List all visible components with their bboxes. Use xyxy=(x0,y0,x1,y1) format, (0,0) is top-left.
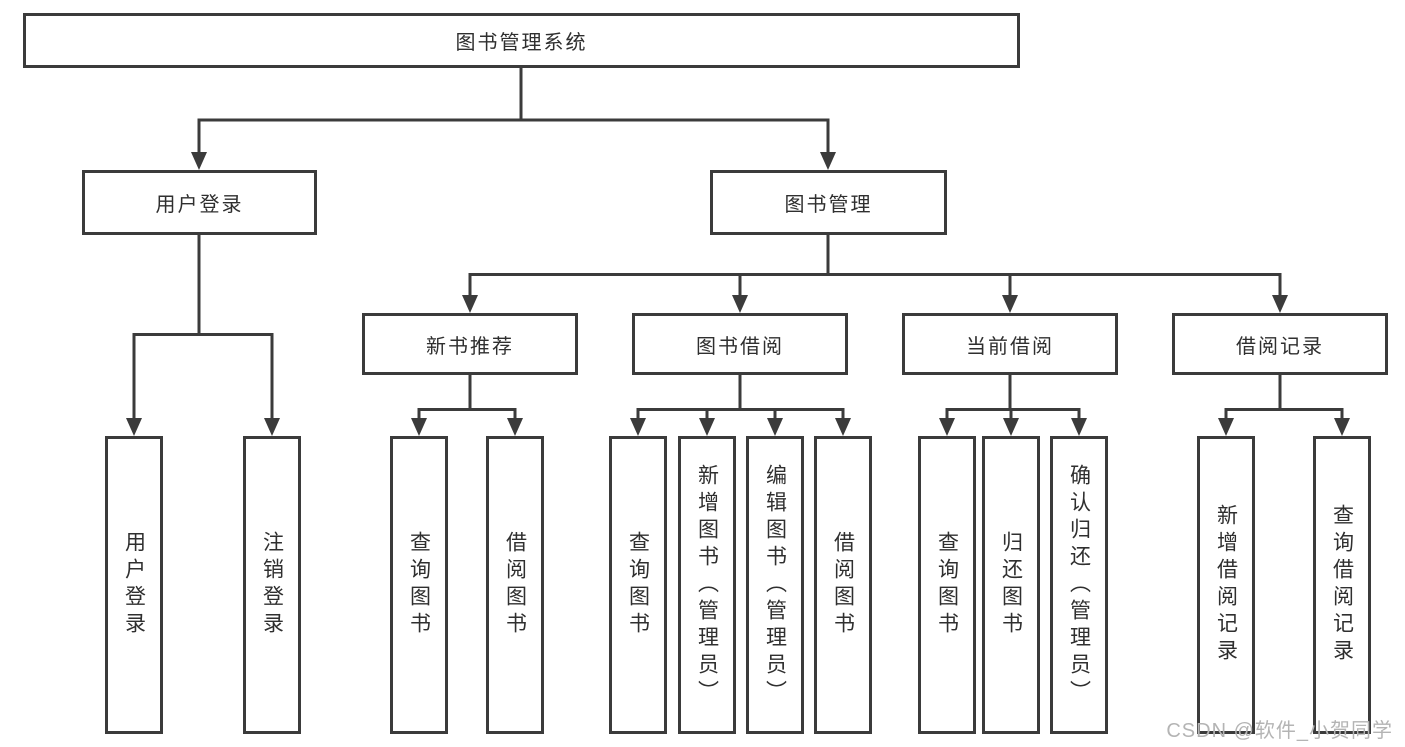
node-label: 查询图书 xyxy=(626,531,650,639)
node-label: 用户登录 xyxy=(155,194,244,216)
node-label: 查询图书 xyxy=(935,531,959,639)
node-borrow-records: 借阅记录 xyxy=(1172,313,1388,375)
node-label: 图书借阅 xyxy=(696,335,784,358)
node-user-login-module: 用户登录 xyxy=(82,170,317,235)
leaf-user-login: 用户登录 xyxy=(105,436,163,734)
leaf-edit-books-admin: 编辑图书（管理员） xyxy=(746,436,804,734)
node-label: 注销登录 xyxy=(260,531,284,639)
node-book-management-module: 图书管理 xyxy=(710,170,947,235)
leaf-add-borrow-record: 新增借阅记录 xyxy=(1197,436,1255,734)
node-book-borrowing: 图书借阅 xyxy=(632,313,848,375)
leaf-query-books-1: 查询图书 xyxy=(390,436,448,734)
node-label: 新书推荐 xyxy=(426,335,514,358)
node-label: 用户登录 xyxy=(122,531,146,639)
leaf-borrow-books-2: 借阅图书 xyxy=(814,436,872,734)
leaf-return-books: 归还图书 xyxy=(982,436,1040,734)
node-label: 编辑图书（管理员） xyxy=(763,463,787,707)
leaf-confirm-return-admin: 确认归还（管理员） xyxy=(1050,436,1108,734)
node-label: 确认归还（管理员） xyxy=(1067,463,1091,707)
node-label: 图书管理 xyxy=(784,194,873,216)
node-label: 图书管理系统 xyxy=(455,32,588,54)
leaf-query-books-2: 查询图书 xyxy=(609,436,667,734)
node-label: 借阅图书 xyxy=(503,531,527,639)
node-label: 借阅图书 xyxy=(831,531,855,639)
csdn-watermark: CSDN @软件_小贺同学 xyxy=(1166,720,1393,742)
leaf-logout: 注销登录 xyxy=(243,436,301,734)
leaf-add-books-admin: 新增图书（管理员） xyxy=(678,436,736,734)
connector-lines xyxy=(132,68,1344,420)
node-label: 借阅记录 xyxy=(1236,335,1324,358)
leaf-borrow-books-1: 借阅图书 xyxy=(486,436,544,734)
leaf-query-borrow-record: 查询借阅记录 xyxy=(1313,436,1371,734)
node-label: 查询借阅记录 xyxy=(1330,504,1354,666)
node-label: 归还图书 xyxy=(999,531,1023,639)
leaf-query-books-3: 查询图书 xyxy=(918,436,976,734)
node-label: 新增图书（管理员） xyxy=(695,463,719,707)
node-root-library-system: 图书管理系统 xyxy=(23,13,1020,68)
node-label: 查询图书 xyxy=(407,531,431,639)
node-current-borrowing: 当前借阅 xyxy=(902,313,1118,375)
node-label: 新增借阅记录 xyxy=(1214,504,1238,666)
node-label: 当前借阅 xyxy=(966,335,1054,358)
node-new-book-recommend: 新书推荐 xyxy=(362,313,578,375)
